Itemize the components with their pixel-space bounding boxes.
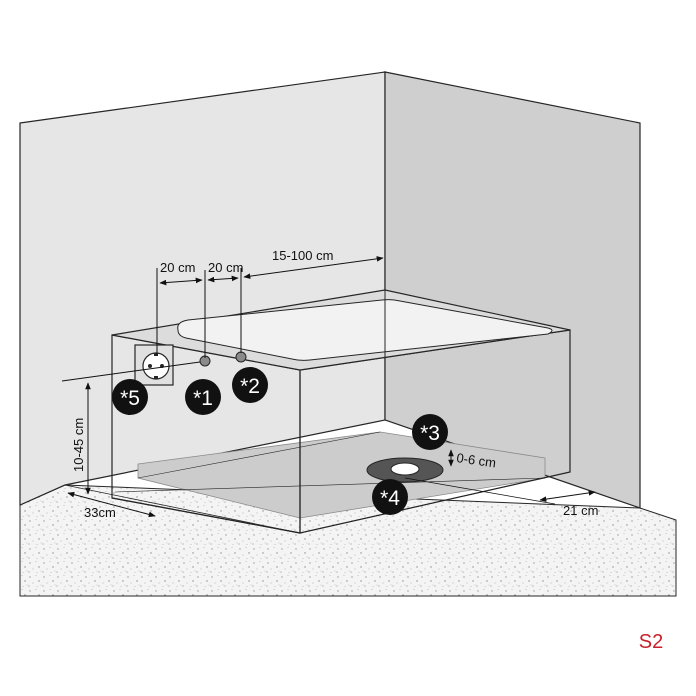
dim-arrow-left: [67, 491, 156, 518]
diagram-code: S2: [639, 631, 663, 653]
marker-3: *3: [412, 414, 448, 450]
basin-outline: [177, 299, 553, 361]
marker-5-label: *5: [120, 387, 140, 410]
marker-1: *1: [185, 379, 221, 415]
marker-4: *4: [372, 479, 408, 515]
dim-label-height: 10-45 cm: [71, 418, 86, 472]
drain-icon: [366, 457, 444, 483]
floor-line-4: [137, 431, 381, 479]
dim-label-right: 21 cm: [563, 503, 598, 518]
socket-icon: [134, 344, 174, 386]
dim-arrow-right: [539, 490, 596, 502]
dim-label-left: 33cm: [84, 505, 116, 520]
dim-arrow-d1: [159, 277, 203, 286]
drain-ref-line: [404, 477, 556, 505]
marker-5: *5: [112, 379, 148, 415]
height-ref-top: [61, 361, 201, 382]
marker-2-label: *2: [240, 375, 260, 398]
marker-2: *2: [232, 367, 268, 403]
dim-arrow-d2: [207, 275, 239, 283]
marker-4-label: *4: [380, 487, 400, 510]
marker-1-label: *1: [193, 387, 213, 410]
dim-arrow-d3: [243, 256, 384, 279]
dim-label-d3: 15-100 cm: [272, 248, 333, 263]
floor-line-3: [114, 477, 546, 493]
marker-3-label: *3: [420, 422, 440, 445]
connection-point-2: [235, 351, 247, 363]
floor-line-2: [299, 471, 571, 534]
dim-label-d2: 20 cm: [208, 260, 243, 275]
dim-label-d1: 20 cm: [160, 260, 195, 275]
dim-label-drain: 0-6 cm: [456, 450, 497, 470]
